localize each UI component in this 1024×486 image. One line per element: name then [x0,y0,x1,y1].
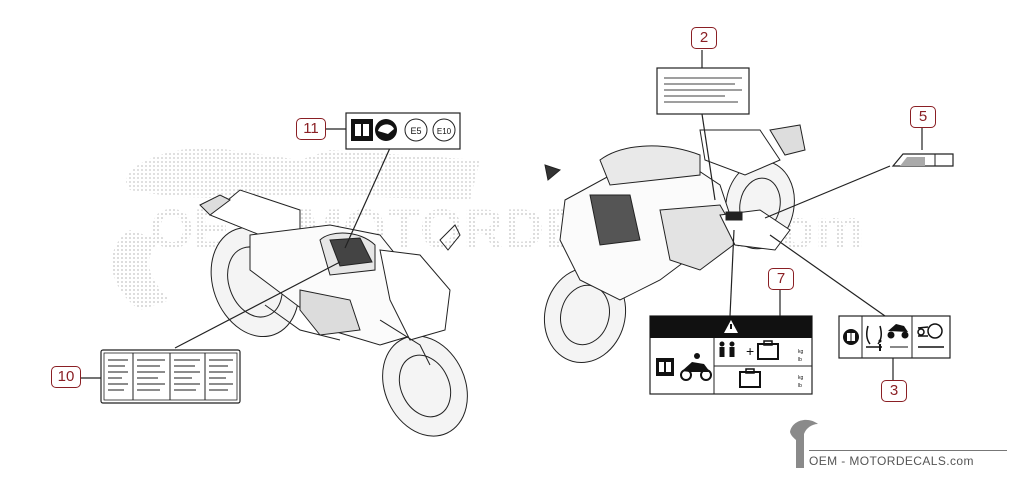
book-icon [351,119,373,141]
book-icon [843,329,859,345]
decal-11: E5 E10 [345,112,461,150]
svg-text:+: + [746,343,754,359]
fuel-e10-label: E10 [437,127,452,136]
callout-3: 3 [881,380,907,402]
decal-7: + kg lb kg lb [649,315,813,395]
callout-10: 10 [51,366,81,388]
leader-lines [78,50,923,380]
decal-3 [838,315,951,359]
callout-5: 5 [910,106,936,128]
unit-lb-2: lb [798,383,802,389]
chain-icon [917,323,944,348]
luggage-icon [757,340,779,360]
motorcycle-icon [878,324,909,351]
luggage-icon [739,368,761,388]
motorcycle-icon [680,353,712,381]
unit-kg-2: kg [798,375,804,381]
decal-5 [891,153,954,167]
footer-brand: OEM - MOTORDECALS.com [801,418,1011,472]
callout-11: 11 [296,118,326,140]
motorcycle-right [543,124,806,364]
helmet-icon [375,119,397,141]
footer-logo-icon [790,419,818,468]
motorcycle-left [199,189,468,437]
footer-text: OEM - MOTORDECALS.com [809,454,974,468]
decal-10 [100,349,241,404]
book-icon [656,358,674,376]
unit-kg-1: kg [798,349,804,355]
footer-divider [809,450,1007,451]
fuel-e5-label: E5 [410,126,421,136]
callout-2: 2 [691,27,717,49]
unit-lb-1: lb [798,357,802,363]
callout-7: 7 [768,268,794,290]
rider-passenger-icon [719,341,735,357]
decal-2 [656,67,750,115]
